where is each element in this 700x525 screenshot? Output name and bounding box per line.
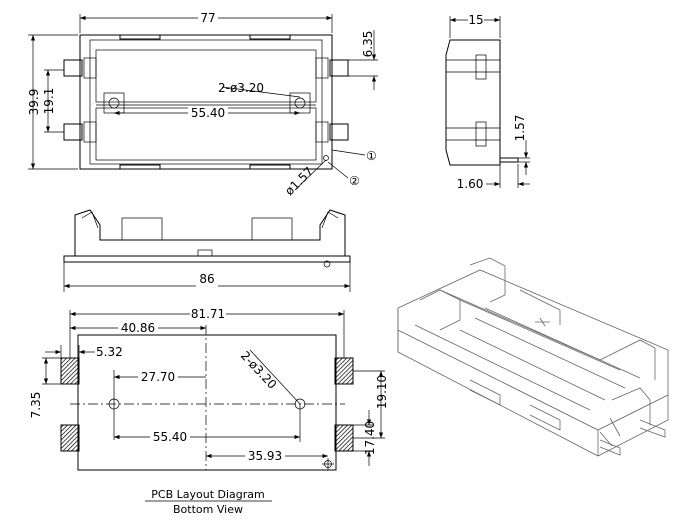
pcb-pad-height: 7.35: [29, 392, 43, 419]
pcb-pad-width: 5.32: [96, 345, 123, 359]
pcb-hole-label: 2-ø3.20: [238, 348, 280, 391]
front-view: 86: [63, 209, 351, 292]
mount-hole-right: [294, 97, 306, 109]
side-depth: 15: [468, 13, 483, 27]
hole-spacing-top: 55.40: [191, 106, 225, 120]
pcb-pad-pitch: 17.40: [363, 421, 377, 455]
top-view-body: [79, 34, 333, 170]
pad-bottom-left: [60, 424, 80, 452]
pad-top-right: [334, 357, 354, 385]
side-view-body: [445, 39, 501, 166]
pcb-layout: 81.71 40.86 5.32 7.35 27.70 55.40 2-ø3.2…: [29, 306, 389, 516]
pcb-inner-offset: 27.70: [141, 370, 175, 384]
front-view-body: [74, 209, 346, 256]
isometric-view: [397, 257, 669, 457]
front-length: 86: [199, 272, 214, 286]
pad-bottom-right: [334, 424, 354, 452]
dim-clip-depth: 6.35: [361, 31, 375, 58]
pcb-pad-span: 19.10: [375, 375, 389, 409]
iso-body: [397, 269, 669, 457]
dim-width-77: 77: [200, 11, 215, 25]
pcb-outline: [77, 334, 337, 471]
caption-subtitle: Bottom View: [173, 503, 243, 516]
callout-2: ②: [349, 174, 360, 188]
pcb-half-width: 40.86: [121, 321, 155, 335]
pcb-total-width: 81.71: [191, 307, 225, 321]
top-view: 77 39.9 19.1 6.35 2-ø3.20 55.40 ① ② ø1.5…: [27, 10, 378, 198]
mount-hole-left: [108, 97, 120, 109]
caption-title: PCB Layout Diagram: [151, 488, 264, 501]
side-view: 15 1.57 1.60: [445, 12, 530, 191]
pad-top-left: [60, 357, 80, 385]
dim-clip-gap: 19.1: [42, 88, 56, 115]
dim-height-39-9: 39.9: [27, 89, 41, 116]
side-pin: [499, 157, 519, 163]
hole-label-top: 2-ø3.20: [218, 81, 264, 95]
side-pin-thickness: 1.57: [513, 115, 527, 142]
pcb-hole-spacing: 55.40: [153, 430, 187, 444]
pcb-right-offset: 35.93: [248, 449, 282, 463]
callout-1: ①: [366, 149, 377, 163]
side-pin-length: 1.60: [457, 177, 484, 191]
